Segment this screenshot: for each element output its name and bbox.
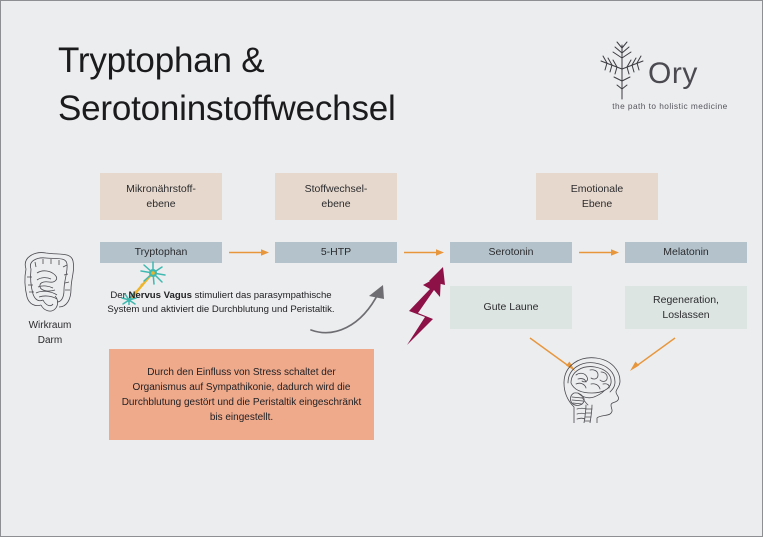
stress-callout-box: Durch den Einfluss von Stress schaltet d… [109,349,374,440]
arrow-serotonin-to-melatonin [579,248,619,257]
page-title: Tryptophan & Serotoninstoffwechsel [58,41,396,129]
brand-logo: Ory the path to holistic medicine [586,39,746,117]
intestine-illustration [13,249,85,315]
chain-box-serotonin: Serotonin [450,242,572,263]
level-box-mikronaehrstoff: Mikronährstoff- ebene [100,173,222,220]
chain-box-5htp: 5-HTP [275,242,397,263]
chain-box-tryptophan: Tryptophan [100,242,222,263]
effect-box-regeneration: Regeneration, Loslassen [625,286,747,329]
logo-wordmark: Ory [648,57,698,90]
level-box-emotionale: Emotionale Ebene [536,173,658,220]
stress-bolt-arrow-icon [399,259,447,345]
chain-box-melatonin: Melatonin [625,242,747,263]
herb-plant-icon [592,39,652,101]
effect-box-gute-laune: Gute Laune [450,286,572,329]
arrow-5htp-to-serotonin [404,248,444,257]
vagus-text-suffix: stimuliert das parasympathische System u… [107,290,335,315]
neuron-icon [118,259,172,306]
vagus-text-bold: Nervus Vagus [128,290,192,301]
arrow-regeneration-to-brain [629,336,677,372]
arrow-tryptophan-to-5htp [229,248,269,257]
vagus-curve-arrow-icon [309,284,391,336]
vagus-text-prefix: Der [110,290,129,301]
head-brain-illustration [552,353,630,424]
gut-label: Wirkraum Darm [28,320,72,346]
vagus-description: Der Nervus Vagus stimuliert das parasymp… [97,289,345,317]
level-box-stoffwechsel: Stoffwechsel- ebene [275,173,397,220]
logo-tagline: the path to holistic medicine [612,101,728,111]
